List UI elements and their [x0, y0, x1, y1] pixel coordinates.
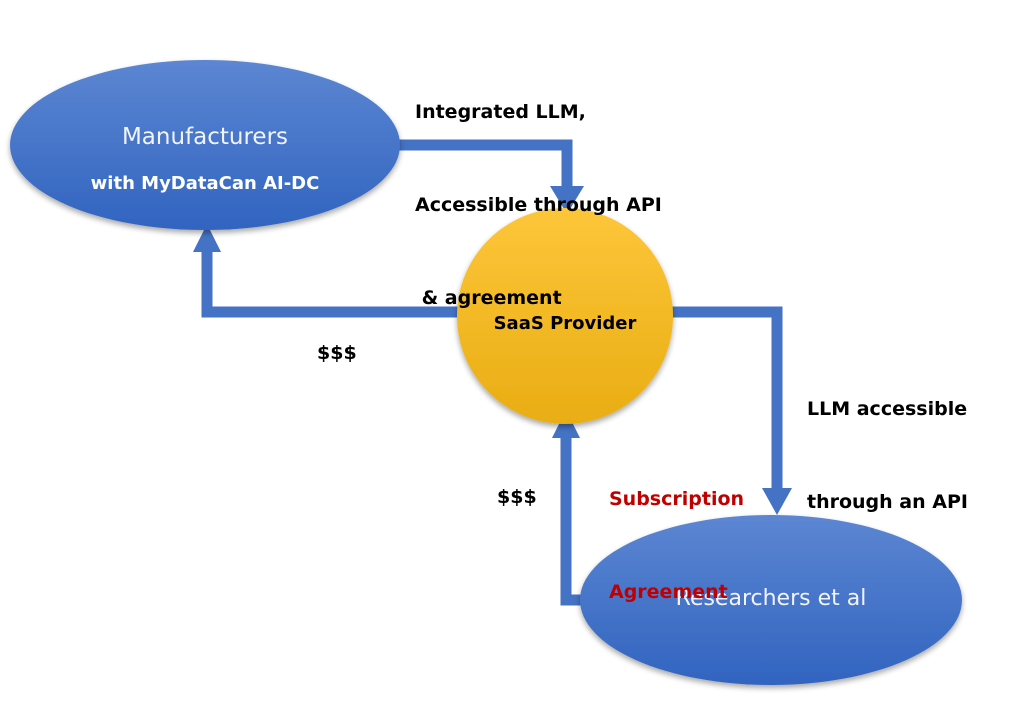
label-integrated-llm-line2: Accessible through API	[415, 194, 662, 216]
label-llm-accessible-line2: through an API	[807, 491, 968, 513]
manufacturers-title: Manufacturers	[121, 124, 289, 150]
label-integrated-llm-line3: & agreement	[415, 287, 562, 309]
saas-provider-title: SaaS Provider	[493, 313, 637, 334]
label-llm-accessible: LLM accessible through an API	[807, 332, 968, 549]
label-integrated-llm-line1: Integrated LLM,	[415, 101, 586, 123]
label-payment-to-manufacturers: $$$	[317, 342, 357, 364]
manufacturers-node	[10, 60, 400, 230]
label-subscription-line1: Subscription	[609, 488, 745, 510]
manufacturers-subtitle: with MyDataCan AI-DC	[90, 173, 320, 194]
arrow-saas-to-manufacturers	[193, 224, 460, 318]
label-llm-accessible-line1: LLM accessible	[807, 398, 968, 420]
label-payment-to-saas: $$$	[497, 486, 537, 508]
researchers-node	[580, 515, 962, 685]
arrow-researchers-to-saas	[552, 410, 590, 606]
researchers-title: Researchers et al	[675, 586, 867, 611]
saas-provider-node	[457, 208, 673, 424]
label-subscription-agreement: Subscription Agreement	[609, 422, 744, 639]
arrow-saas-to-researchers	[670, 306, 792, 515]
arrow-manufacturers-to-saas	[396, 139, 584, 214]
label-integrated-llm: Integrated LLM, Accessible through API &…	[415, 35, 662, 345]
label-subscription-line2: Agreement	[609, 581, 728, 603]
